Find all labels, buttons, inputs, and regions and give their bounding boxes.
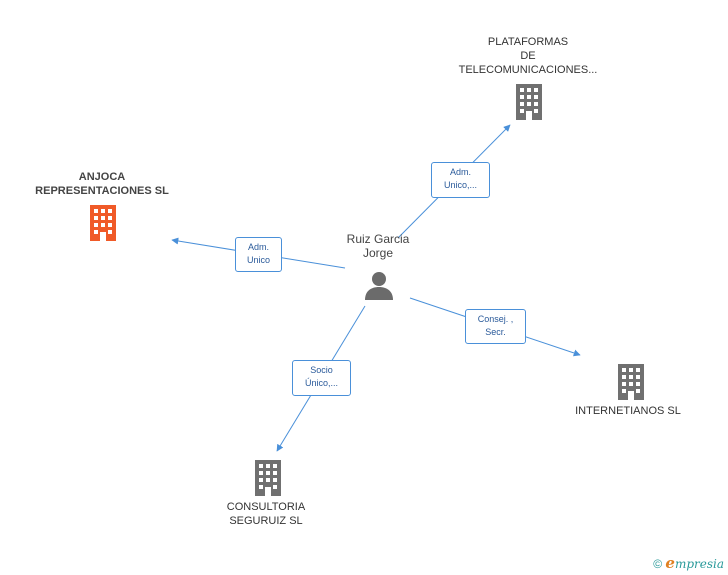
brand-initial: e	[665, 554, 675, 572]
company-name-line: REPRESENTACIONES SL	[35, 185, 169, 197]
copyright-symbol: ©	[653, 557, 663, 571]
relation-role-line: Consej. ,	[477, 314, 514, 324]
company-name-line: PLATAFORMAS	[487, 36, 569, 48]
relation-role-line: Adm.	[247, 242, 269, 252]
person-name-line: Jorge	[362, 246, 394, 260]
relation-role-line: Adm.	[449, 167, 471, 177]
company-plataformas-label[interactable]: PLATAFORMAS DE TELECOMUNICACIONES...	[448, 35, 608, 77]
brand-logo[interactable]: empresia	[665, 554, 724, 572]
company-internetianos-label[interactable]: INTERNETIANOS SL	[558, 404, 698, 418]
company-name-line: DE	[520, 50, 536, 62]
brand-name: mpresia	[674, 557, 724, 571]
building-icon-highlighted[interactable]	[87, 205, 119, 241]
relation-role-line: Unico,...	[443, 180, 477, 190]
relation-role-line: Socio	[310, 365, 333, 375]
person-name-label[interactable]: Ruiz Garcia Jorge	[318, 232, 438, 260]
company-name-line: TELECOMUNICACIONES...	[458, 64, 598, 76]
company-consultoria-label[interactable]: CONSULTORIA SEGURUIZ SL	[196, 500, 336, 528]
building-icon[interactable]	[252, 460, 284, 496]
company-name-line: ANJOCA	[78, 171, 126, 183]
person-icon[interactable]	[364, 270, 394, 300]
building-icon[interactable]	[513, 84, 545, 120]
company-name-line: INTERNETIANOS SL	[575, 405, 681, 417]
relation-role-line: Único,...	[304, 378, 338, 388]
building-icon[interactable]	[615, 364, 647, 400]
company-anjoca-label[interactable]: ANJOCA REPRESENTACIONES SL	[22, 170, 182, 198]
relation-role-line: Secr.	[485, 327, 506, 337]
company-name-line: CONSULTORIA	[226, 501, 306, 513]
relation-label-plataformas[interactable]: Adm. Unico,...	[431, 162, 490, 198]
relation-label-anjoca[interactable]: Adm. Unico	[235, 237, 282, 272]
relation-label-internetianos[interactable]: Consej. , Secr.	[465, 309, 526, 344]
relation-role-line: Unico	[246, 255, 270, 265]
company-name-line: SEGURUIZ SL	[229, 515, 303, 527]
person-name-line: Ruiz Garcia	[346, 232, 410, 246]
brand-footer: © empresia	[653, 554, 724, 572]
relation-label-consultoria[interactable]: Socio Único,...	[292, 360, 351, 396]
